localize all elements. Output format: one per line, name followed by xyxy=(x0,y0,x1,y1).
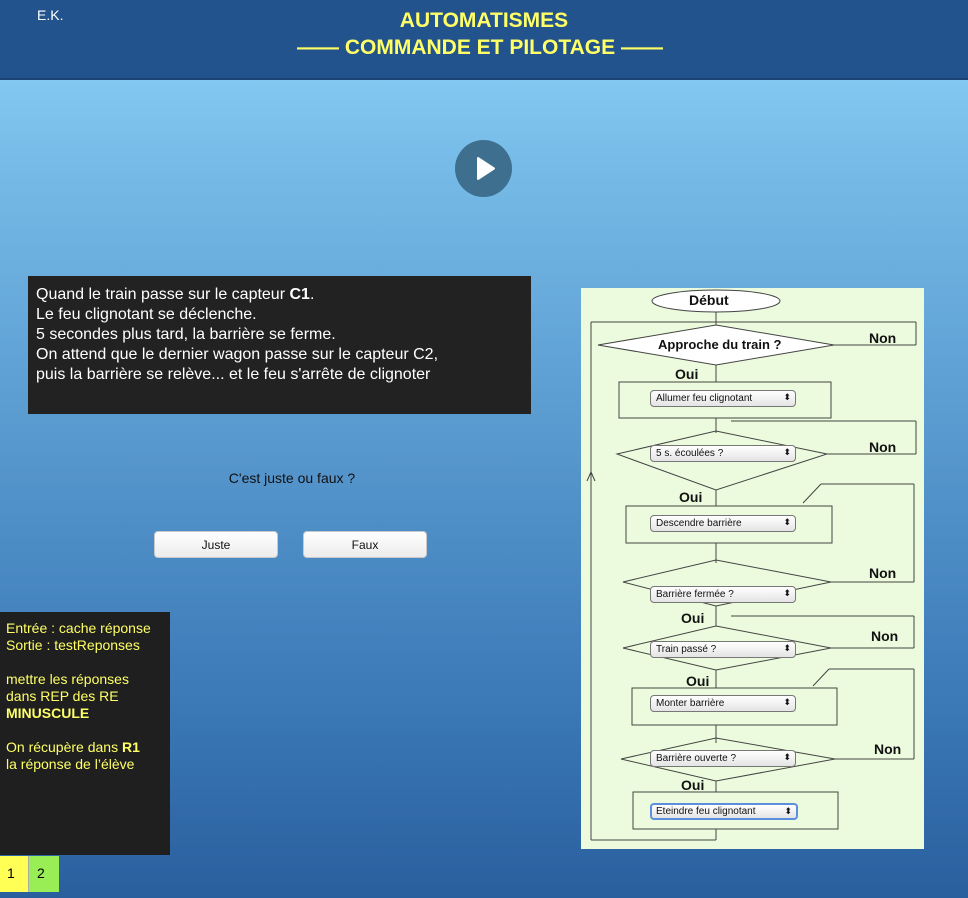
author-notes-panel: Entrée : cache réponse Sortie : testRepo… xyxy=(0,612,170,855)
no-label: Non xyxy=(874,741,902,757)
process-box-2 xyxy=(625,505,833,544)
statement-line: puis la barrière se relève... et le feu … xyxy=(36,366,431,383)
select-monter-barriere[interactable]: Monter barrière⬍ xyxy=(650,695,796,712)
select-5s-ecoulees[interactable]: 5 s. écoulées ?⬍ xyxy=(650,445,796,462)
select-descendre-barriere[interactable]: Descendre barrière⬍ xyxy=(650,515,796,532)
note-line: Sortie : testReponses xyxy=(6,637,140,653)
select-barriere-fermee[interactable]: Barrière fermée ?⬍ xyxy=(650,586,796,603)
note-line: la réponse de l’élève xyxy=(6,756,135,772)
header-bar: E.K. AUTOMATISMES —— COMMANDE ET PILOTAG… xyxy=(0,0,968,80)
statement-line: 5 secondes plus tard, la barrière se fer… xyxy=(36,326,336,343)
up-down-arrows-icon: ⬍ xyxy=(783,588,791,598)
no-label: Non xyxy=(871,628,899,644)
note-line: mettre les réponses xyxy=(6,671,129,687)
faux-button[interactable]: Faux xyxy=(303,531,427,558)
up-down-arrows-icon: ⬍ xyxy=(783,752,791,762)
up-down-arrows-icon: ⬍ xyxy=(783,392,791,402)
statement-line: On attend que le dernier wagon passe sur… xyxy=(36,346,439,363)
select-allumer-feu[interactable]: Allumer feu clignotant⬍ xyxy=(650,390,796,407)
yes-label: Oui xyxy=(679,489,703,505)
select-eteindre-feu[interactable]: Eteindre feu clignotant⬍ xyxy=(650,803,798,820)
note-line: dans REP des RE xyxy=(6,688,119,704)
select-barriere-ouverte[interactable]: Barrière ouverte ?⬍ xyxy=(650,750,796,767)
statement-box: Quand le train passe sur le capteur C1. … xyxy=(28,276,531,414)
yes-label: Oui xyxy=(675,366,699,382)
no-label: Non xyxy=(869,439,897,455)
sensor-c1: C1 xyxy=(289,286,310,303)
process-box-4 xyxy=(632,791,839,830)
question-text: C'est juste ou faux ? xyxy=(228,470,356,486)
note-line: Entrée : cache réponse xyxy=(6,620,151,636)
yes-label: Oui xyxy=(681,777,705,793)
statement-line: Quand le train passe sur le capteur C1. xyxy=(36,286,315,303)
play-icon xyxy=(477,157,495,180)
no-label: Non xyxy=(869,330,897,346)
no-label: Non xyxy=(869,565,897,581)
up-down-arrows-icon: ⬍ xyxy=(783,697,791,707)
start-label: Début xyxy=(689,292,729,308)
yes-label: Oui xyxy=(681,610,705,626)
note-line: MINUSCULE xyxy=(6,705,90,721)
up-down-arrows-icon: ⬍ xyxy=(784,806,792,816)
author-initials: E.K. xyxy=(37,7,64,23)
page-title: AUTOMATISMES xyxy=(399,9,569,32)
page-subtitle: —— COMMANDE ET PILOTAGE —— xyxy=(297,36,663,59)
approach-label: Approche du train ? xyxy=(658,337,782,352)
juste-button[interactable]: Juste xyxy=(154,531,278,558)
yes-label: Oui xyxy=(686,673,710,689)
up-down-arrows-icon: ⬍ xyxy=(783,517,791,527)
play-button[interactable] xyxy=(455,140,512,197)
select-train-passe[interactable]: Train passé ?⬍ xyxy=(650,641,796,658)
process-box-3 xyxy=(631,687,838,726)
flowchart: Début Approche du train ? Non Oui Non Ou… xyxy=(581,288,924,849)
note-line: On récupère dans R1 xyxy=(6,739,140,755)
page-2-button[interactable]: 2 xyxy=(29,856,59,892)
up-down-arrows-icon: ⬍ xyxy=(783,643,791,653)
statement-line: Le feu clignotant se déclenche. xyxy=(36,306,257,323)
up-down-arrows-icon: ⬍ xyxy=(783,447,791,457)
process-box-1 xyxy=(618,381,832,419)
page-1-button[interactable]: 1 xyxy=(0,856,29,892)
